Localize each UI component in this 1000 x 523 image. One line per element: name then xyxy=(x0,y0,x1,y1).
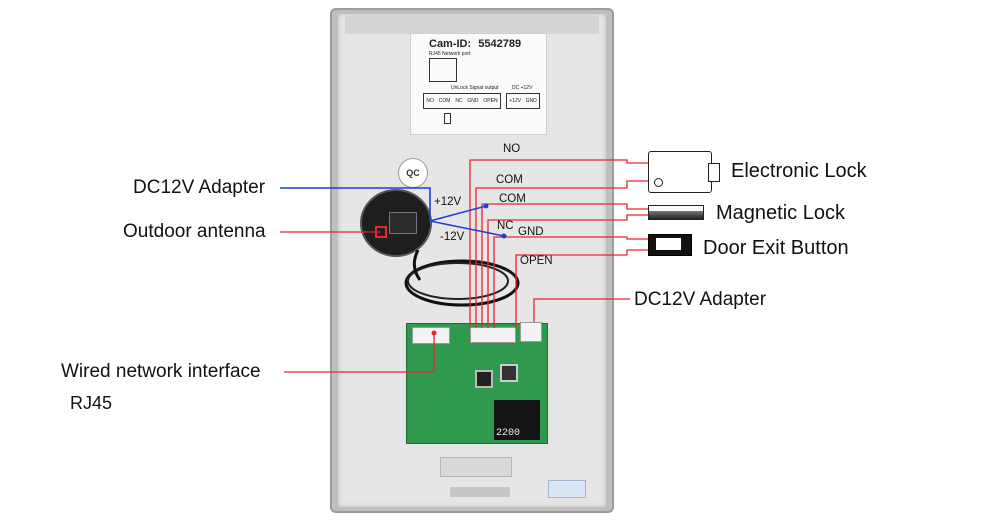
capacitor: 2200 xyxy=(494,400,540,440)
callout-outdoor-antenna: Outdoor antenna xyxy=(123,221,266,242)
wire-node-minus12 xyxy=(501,233,507,239)
terminal-plus12: +12V xyxy=(509,98,522,104)
terminal-gnd: GND xyxy=(467,98,479,104)
electronic-lock-screw xyxy=(654,178,663,187)
qc-mark: QC xyxy=(406,168,420,178)
dc-terminal-box: +12V GND xyxy=(506,93,540,109)
antenna-marker xyxy=(375,226,387,238)
wire-open xyxy=(515,249,648,328)
unlock-caption: UnLock Signal output xyxy=(451,85,499,91)
reset-button xyxy=(475,370,493,388)
callout-electronic-lock: Electronic Lock xyxy=(731,160,867,182)
wire-label-gnd: GND xyxy=(518,226,544,238)
unlock-terminal-box: NO COM NC GND OPEN xyxy=(423,93,501,109)
unlock-connector xyxy=(470,327,516,343)
terminal-dc-gnd: GND xyxy=(525,98,537,104)
wire-label-com2: COM xyxy=(499,193,526,205)
magnetic-lock-icon xyxy=(648,205,704,220)
door-exit-button-face xyxy=(656,238,681,250)
rj45-connector xyxy=(412,327,450,344)
wire-label-plus12: +12V xyxy=(434,196,462,208)
antenna-chip xyxy=(389,212,417,234)
qc-sticker: QC xyxy=(398,158,428,188)
wire-nc xyxy=(487,214,648,328)
wire-dc-right xyxy=(533,298,630,322)
wire-label-no: NO xyxy=(503,143,521,155)
wire-label-open: OPEN xyxy=(520,255,553,267)
wire-label-com1: COM xyxy=(496,174,523,186)
rj45-port-box xyxy=(429,58,457,82)
electronic-lock-bolt xyxy=(708,163,720,182)
wire-com-electronic xyxy=(475,180,648,328)
bottom-screw-plate xyxy=(450,487,510,497)
callout-dc12v-adapter-left: DC12V Adapter xyxy=(133,177,266,198)
label-sticker: Cam-ID: 5542789 RJ45 Network port UnLock… xyxy=(410,33,547,135)
terminal-nc: NC xyxy=(455,98,463,104)
callout-magnetic-lock: Magnetic Lock xyxy=(716,202,845,224)
wire-gnd xyxy=(493,236,648,328)
wire-label-nc: NC xyxy=(497,220,514,232)
wire-node-plus12 xyxy=(483,203,489,209)
cam-id-label: Cam-ID: xyxy=(429,38,472,50)
callout-dc12v-adapter-right: DC12V Adapter xyxy=(634,289,767,310)
capacitor-label: 2200 xyxy=(496,428,521,439)
top-notch xyxy=(345,14,599,34)
rj45-caption: RJ45 Network port xyxy=(429,51,471,57)
callout-rj45: RJ45 xyxy=(70,393,113,413)
dc-connector xyxy=(520,322,542,342)
terminal-com: COM xyxy=(438,98,451,104)
bottom-tab xyxy=(440,457,512,477)
cam-id-value: 5542789 xyxy=(478,38,522,50)
dip-switch-icon xyxy=(444,113,451,124)
dc-caption: DC +12V xyxy=(512,85,533,91)
callout-wired-network: Wired network interface xyxy=(61,361,261,382)
wire-label-minus12: -12V xyxy=(440,231,465,243)
callout-door-exit-button: Door Exit Button xyxy=(703,237,849,259)
terminal-no: NO xyxy=(426,98,434,104)
wire-minus12-blue xyxy=(429,220,505,237)
terminal-open: OPEN xyxy=(483,98,498,104)
tact-switch xyxy=(500,364,518,382)
wire-com-magnetic xyxy=(481,203,648,328)
bottom-foot xyxy=(548,480,586,498)
wire-plus12-blue xyxy=(280,187,487,223)
wire-no xyxy=(469,159,648,328)
leader-network-dot xyxy=(431,330,437,336)
